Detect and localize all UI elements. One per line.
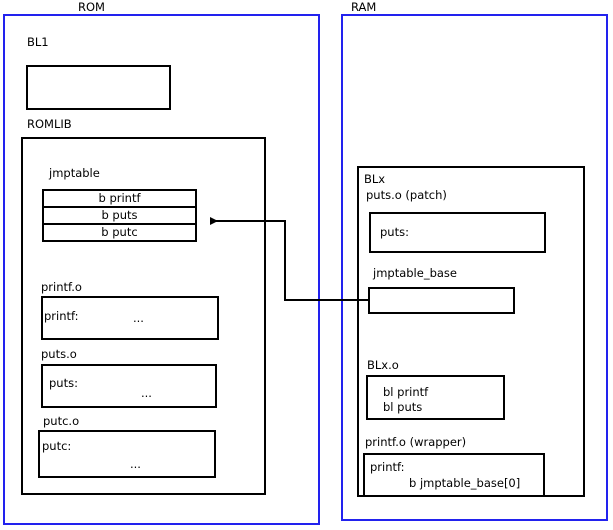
putc-o-body: ...: [130, 457, 141, 471]
ram-region-title: RAM: [351, 0, 377, 14]
puts-o-label: puts.o: [41, 347, 77, 361]
printf-wrapper-instruction: b jmptable_base[0]: [409, 476, 521, 490]
putc-o-symbol: putc:: [42, 439, 72, 453]
rom-region-title: ROM: [78, 0, 105, 14]
romlib-box: [21, 137, 266, 495]
jmptable: b printf b puts b putc: [42, 189, 197, 242]
putc-o-box: putc: ...: [38, 430, 216, 478]
printf-o-body: ...: [133, 311, 144, 325]
puts-patch-symbol: puts:: [380, 225, 409, 239]
romlib-label: ROMLIB: [27, 117, 72, 131]
jmptable-row-putc: b putc: [42, 223, 197, 242]
bl1-box: [26, 65, 171, 110]
puts-o-box: puts: ...: [41, 364, 217, 408]
blx-o-box: bl printf bl puts: [366, 375, 505, 420]
blx-o-label: BLx.o: [367, 358, 399, 372]
putc-o-label: putc.o: [43, 414, 80, 428]
printf-o-symbol: printf:: [44, 309, 79, 323]
printf-o-box: printf: ...: [41, 296, 219, 340]
puts-patch-label: puts.o (patch): [366, 188, 447, 202]
blx-label: BLx: [364, 172, 386, 186]
blx-o-line-1: bl printf: [383, 385, 429, 399]
puts-o-symbol: puts:: [49, 376, 78, 390]
jmptable-base-label: jmptable_base: [373, 266, 457, 280]
printf-o-label: printf.o: [41, 280, 82, 294]
printf-wrapper-box: printf: b jmptable_base[0]: [363, 453, 545, 497]
puts-o-body: ...: [141, 386, 152, 400]
blx-o-line-2: bl puts: [383, 400, 423, 414]
printf-wrapper-symbol: printf:: [370, 460, 405, 474]
jmptable-base-box: [368, 287, 515, 314]
bl1-label: BL1: [27, 35, 49, 49]
puts-patch-box: puts:: [369, 212, 546, 253]
jmptable-label: jmptable: [49, 166, 100, 180]
printf-wrapper-label: printf.o (wrapper): [365, 435, 467, 449]
